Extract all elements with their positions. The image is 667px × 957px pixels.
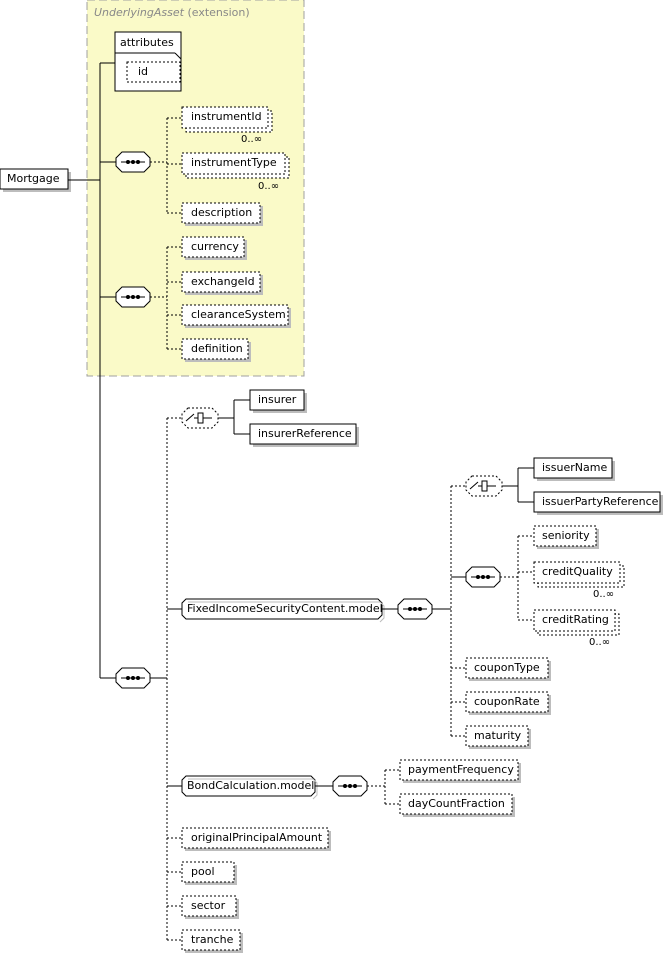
couponRate-label[interactable]: couponRate	[474, 695, 540, 708]
pool-label[interactable]: pool	[191, 865, 215, 878]
currency-label[interactable]: currency	[191, 240, 239, 253]
insurerReference-box	[249, 423, 357, 445]
instrumentId-cardinality: 0..∞	[241, 134, 263, 145]
couponType-box	[465, 657, 549, 679]
sector-label[interactable]: sector	[191, 899, 226, 912]
creditRating-box	[533, 609, 616, 632]
maturity-box	[465, 725, 529, 747]
fixed-income-model-group	[181, 598, 383, 620]
insurer-box	[249, 389, 305, 411]
extension-suffix: (extension)	[187, 6, 250, 19]
clearanceSystem-box	[181, 304, 289, 326]
bond-calculation-model-label[interactable]: BondCalculation.model	[187, 779, 315, 792]
tranche-label[interactable]: tranche	[191, 933, 234, 946]
definition-box	[181, 338, 249, 360]
attributes-label: attributes	[120, 36, 174, 49]
creditQuality-box	[533, 561, 621, 584]
instrumentType-box	[181, 152, 286, 175]
paymentFrequency-box	[399, 759, 519, 781]
originalPrincipalAmount-box	[181, 827, 329, 849]
creditRating-cardinality: 0..∞	[589, 637, 611, 648]
originalPrincipalAmount-label[interactable]: originalPrincipalAmount	[191, 831, 323, 844]
definition-label[interactable]: definition	[191, 342, 243, 355]
creditQuality-cardinality: 0..∞	[593, 589, 615, 600]
currency-box	[181, 236, 245, 258]
clearanceSystem-label[interactable]: clearanceSystem	[191, 308, 286, 321]
dayCountFraction-box	[399, 793, 513, 815]
pool-box	[181, 861, 235, 883]
instrumentId-box	[181, 106, 269, 129]
description-box	[181, 202, 261, 224]
attribute-id-label: id	[138, 65, 149, 78]
paymentFrequency-label[interactable]: paymentFrequency	[408, 763, 514, 776]
exchangeId-label[interactable]: exchangeId	[191, 275, 255, 288]
instrumentId-label[interactable]: instrumentId	[191, 110, 262, 123]
extension-base-name: UnderlyingAsset	[94, 6, 184, 19]
seniority-label[interactable]: seniority	[542, 529, 590, 542]
maturity-label[interactable]: maturity	[474, 729, 522, 742]
couponType-label[interactable]: couponType	[474, 661, 540, 674]
creditQuality-label[interactable]: creditQuality	[542, 565, 613, 578]
creditRating-label[interactable]: creditRating	[542, 613, 609, 626]
instrumentType-cardinality: 0..∞	[258, 181, 280, 192]
attribute-id-box	[126, 61, 181, 83]
couponRate-box	[465, 691, 549, 713]
instrumentType-label[interactable]: instrumentType	[191, 156, 277, 169]
description-label[interactable]: description	[191, 206, 253, 219]
insurerReference-label[interactable]: insurerReference	[258, 427, 352, 440]
bond-calculation-model-group	[181, 775, 316, 797]
insurer-label[interactable]: insurer	[258, 393, 297, 406]
tranche-box	[181, 929, 241, 951]
sector-box	[181, 895, 237, 917]
mortgage-label[interactable]: Mortgage	[7, 172, 60, 185]
fixed-income-model-label[interactable]: FixedIncomeSecurityContent.model	[187, 602, 383, 615]
mortgage-element-box	[0, 168, 69, 190]
dayCountFraction-label[interactable]: dayCountFraction	[408, 797, 505, 810]
issuerPartyReference-box	[533, 491, 661, 513]
extension-title: UnderlyingAsset (extension)	[94, 6, 250, 19]
issuerName-label[interactable]: issuerName	[542, 461, 608, 474]
issuerName-box	[533, 457, 613, 479]
seniority-box	[533, 525, 597, 547]
issuerPartyReference-label[interactable]: issuerPartyReference	[542, 495, 659, 508]
exchangeId-box	[181, 271, 261, 293]
